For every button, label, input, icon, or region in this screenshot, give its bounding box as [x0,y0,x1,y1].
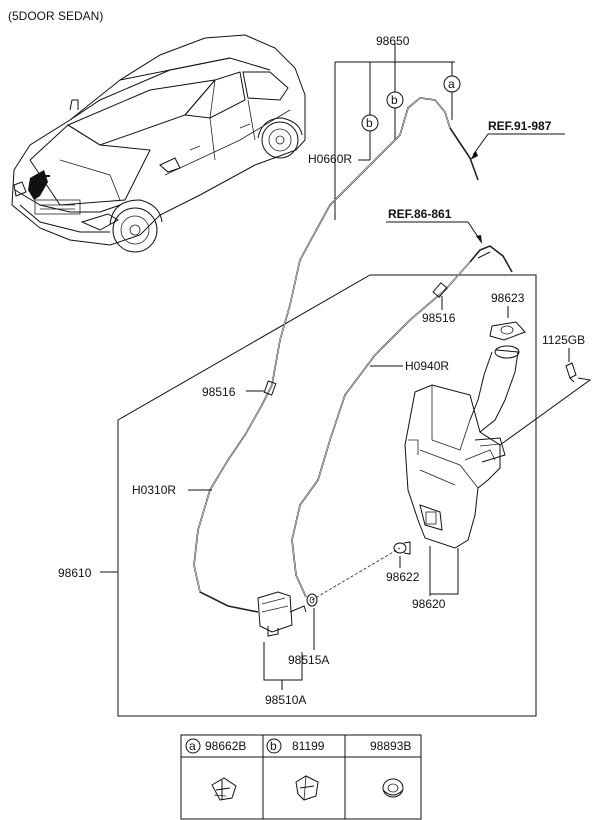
left-washer-hose [193,384,273,613]
legend-callout-a [185,738,201,754]
label-h0660r: H0660R [308,152,352,166]
label-98623: 98623 [491,291,525,305]
legend-part-81199: 81199 [292,739,325,753]
label-98610: 98610 [58,566,92,580]
car-illustration [11,34,306,253]
diagram-title: (5DOOR SEDAN) [8,9,103,23]
reservoir-cap-98623 [489,321,526,341]
clip-98662b-icon [211,777,237,801]
bolt-1125gb [565,362,577,383]
callout-b-letter-1: b [391,93,398,107]
assembly-frame [117,274,537,717]
label-h0310r: H0310R [132,483,176,497]
washer-reservoir [404,345,520,549]
label-98620: 98620 [412,597,446,611]
parts-legend-table: a 98662B b 81199 98893B [180,734,422,820]
ref-91-987: REF.91-987 [488,119,552,133]
legend-callout-b [266,738,282,754]
label-98515a: 98515A [288,653,329,667]
label-98510a: 98510A [265,693,306,707]
callout-b-letter-2: b [366,116,373,130]
rear-washer-hose [271,97,479,386]
legend-letter-b: b [270,739,277,753]
grommet-98622 [393,541,411,555]
label-1125gb: 1125GB [542,333,585,347]
legend-part-98893b: 98893B [370,739,411,753]
label-h0940r: H0940R [405,359,449,373]
callout-a-letter: a [448,77,455,91]
label-98516-left: 98516 [202,385,236,399]
bracket-98650 [334,43,455,220]
front-washer-hose [291,261,471,598]
label-98650: 98650 [376,34,410,48]
washer-pump-98510a [257,591,307,637]
label-98516-top: 98516 [422,311,456,325]
label-98622: 98622 [386,570,420,584]
legend-letter-a: a [189,739,196,753]
grommet-98893b-icon [382,778,404,798]
grommet-98515a [306,593,318,607]
ref-86-861: REF.86-861 [388,207,452,221]
clip-81199-icon [295,775,319,801]
legend-part-98662b: 98662B [205,739,246,753]
